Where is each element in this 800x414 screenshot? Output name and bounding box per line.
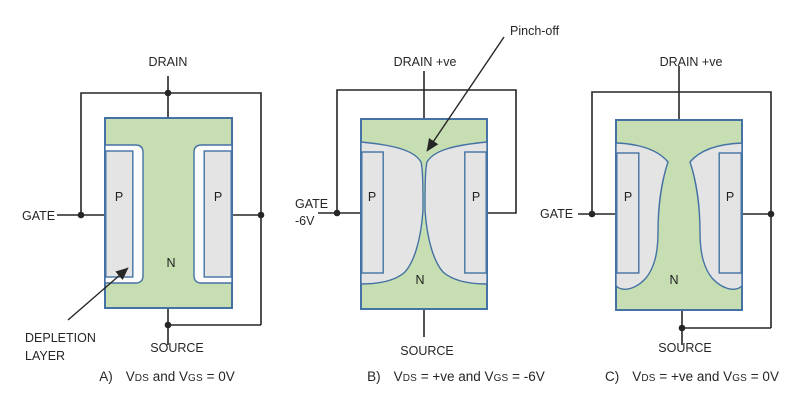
pinch-off-annotation-arrow [426, 36, 505, 152]
gate-label-a: GATE [22, 209, 56, 223]
p-label-c-left: P [623, 190, 633, 204]
caption-c-suffix: = 0V [747, 369, 779, 384]
caption-c-mid: = +ve and [655, 369, 724, 384]
caption-b-prefix: B) [367, 369, 381, 384]
caption-a-prefix: A) [99, 369, 113, 384]
p-region-a-right [203, 150, 232, 278]
caption-b-sub1: DS [402, 373, 417, 384]
depletion-annotation-arrow [67, 267, 129, 321]
caption-b-v1: V [393, 369, 403, 384]
gate-node-b [333, 209, 341, 217]
p-region-c-right [718, 152, 742, 274]
caption-b-suffix: = -6V [508, 369, 545, 384]
caption-a-sub1: DS [134, 373, 149, 384]
n-label-b: N [415, 273, 425, 287]
drain-label-a: DRAIN [148, 55, 188, 69]
p-region-a-left [105, 150, 134, 278]
caption-a-sub2: GS [188, 373, 203, 384]
caption-a-suffix: = 0V [202, 369, 235, 384]
caption-b-v2: V [484, 369, 494, 384]
jfet-c-wires [578, 66, 772, 345]
p-label-b-left: P [367, 190, 377, 204]
jfet-a-body [104, 117, 233, 309]
drain-node-a [164, 89, 172, 97]
caption-c-sub2: GS [732, 373, 748, 384]
source-label-a: SOURCE [150, 341, 204, 355]
source-label-c: SOURCE [658, 341, 712, 355]
gate-label-b: GATE [295, 197, 329, 211]
caption-b: B)VDS = +ve and VGS = -6V [367, 370, 545, 386]
jfet-c-nodes [588, 210, 775, 332]
caption-c-sub1: DS [641, 373, 656, 384]
n-label-c: N [669, 273, 679, 287]
jfet-b-body [360, 118, 488, 310]
jfet-a-nodes [77, 89, 265, 329]
circuit-loop-b [336, 89, 517, 214]
gate-node-a-right [257, 211, 265, 219]
gate-node-c-right [767, 210, 775, 218]
source-label-b: SOURCE [400, 344, 454, 358]
jfet-c-body [615, 119, 743, 311]
caption-c-v2: V [723, 369, 733, 384]
p-region-b-right [464, 151, 487, 274]
p-label-c-right: P [725, 190, 735, 204]
drain-label-b: DRAIN +ve [393, 55, 457, 69]
gate-node-a-left [77, 211, 85, 219]
caption-a-v1: V [125, 369, 135, 384]
depletion-layer-label-line1: DEPLETION [25, 331, 96, 345]
p-label-b-right: P [471, 190, 481, 204]
source-node-a [164, 321, 172, 329]
caption-a: A)VDS and VGS = 0V [99, 370, 235, 386]
p-label-a-right: P [213, 190, 223, 204]
drain-label-c: DRAIN +ve [659, 55, 723, 69]
caption-a-v2: V [179, 369, 189, 384]
gate-node-c-left [588, 210, 596, 218]
n-label-a: N [166, 256, 176, 270]
caption-b-sub2: GS [493, 373, 509, 384]
caption-c-v1: V [632, 369, 642, 384]
depletion-layer-label-line2: LAYER [25, 349, 66, 363]
source-node-c [678, 324, 686, 332]
gate-label-c: GATE [540, 207, 574, 221]
gate-voltage-b: -6V [295, 214, 315, 228]
circuit-loop-c [591, 91, 772, 328]
caption-c: C)VDS = +ve and VGS = 0V [605, 370, 779, 386]
p-region-c-left [616, 152, 640, 274]
p-region-b-left [361, 151, 384, 274]
p-label-a-left: P [114, 190, 124, 204]
caption-c-prefix: C) [605, 369, 620, 384]
caption-a-mid: and [149, 369, 180, 384]
caption-b-mid: = +ve and [416, 369, 485, 384]
pinch-off-label: Pinch-off [510, 24, 560, 38]
